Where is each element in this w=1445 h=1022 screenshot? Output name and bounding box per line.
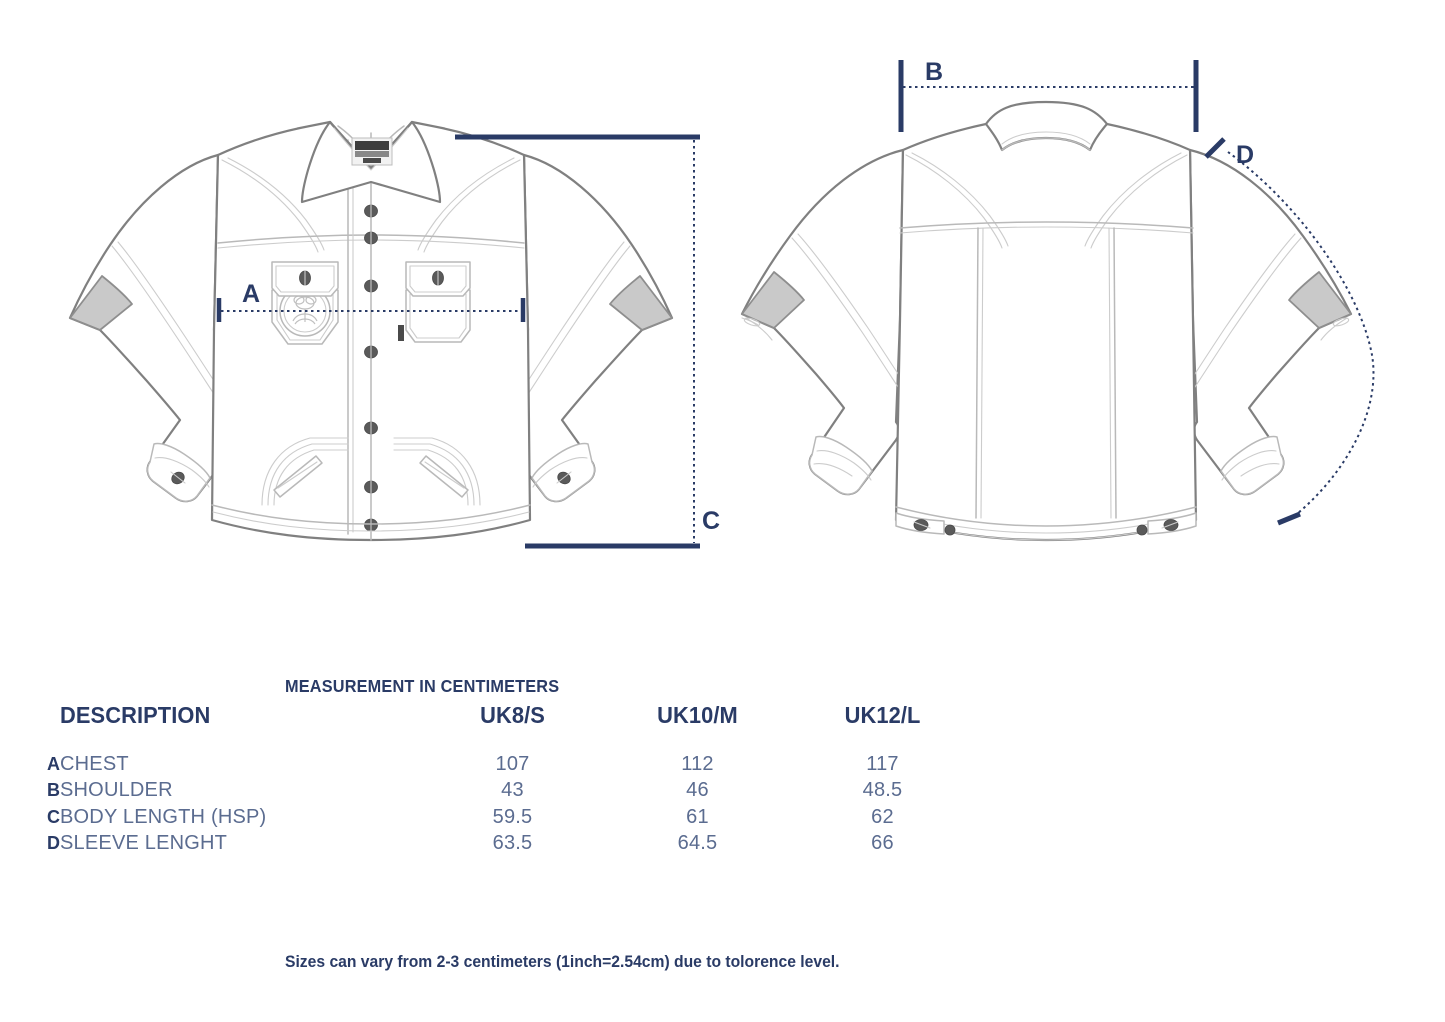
dimension-marker-d: D xyxy=(1204,137,1375,526)
row-spacer xyxy=(975,831,1445,858)
row-value-uk8: 43 xyxy=(501,779,524,802)
row-value-uk12: 48.5 xyxy=(862,779,903,802)
row-value-uk12: 62 xyxy=(871,805,894,828)
table-header-row: DESCRIPTION UK8/S UK10/M UK12/L xyxy=(0,702,1445,729)
row-value-uk10: 64.5 xyxy=(677,832,718,855)
row-value-uk12: 117 xyxy=(866,752,899,775)
row-letter: A xyxy=(47,753,60,774)
row-value-uk10: 112 xyxy=(681,752,714,775)
header-letter xyxy=(0,702,60,729)
row-spacer xyxy=(975,778,1445,805)
row-value-uk8: 107 xyxy=(495,752,530,775)
header-spacer xyxy=(975,702,1445,729)
front-hand-pockets xyxy=(261,437,481,506)
table-row: D SLEEVE LENGHT 63.5 64.5 66 xyxy=(0,831,1445,858)
back-cinch-tabs xyxy=(895,512,1197,536)
front-buttons xyxy=(364,204,378,532)
table-row: A CHEST 107 112 117 xyxy=(0,751,1445,778)
table-row: C BODY LENGTH (HSP) 59.5 61 62 xyxy=(0,804,1445,831)
chest-pocket-left xyxy=(271,261,339,345)
row-letter: D xyxy=(47,833,60,854)
header-size-uk12: UK12/L xyxy=(844,702,921,728)
row-value-uk12: 66 xyxy=(871,832,894,855)
dim-label-a: A xyxy=(242,280,260,308)
chest-pocket-right xyxy=(398,261,471,343)
header-description: DESCRIPTION xyxy=(60,702,211,728)
jacket-front-view xyxy=(68,120,674,542)
dim-label-b: B xyxy=(925,58,943,86)
row-spacer xyxy=(975,751,1445,778)
row-letter: C xyxy=(47,806,60,827)
technical-flat-illustrations: .gOut { fill:#ffffff; stroke:#808080; st… xyxy=(68,58,1375,549)
row-description: SHOULDER xyxy=(60,779,173,802)
tolerance-footnote: Sizes can vary from 2-3 centimeters (1in… xyxy=(285,953,840,971)
row-letter: B xyxy=(47,780,60,801)
header-size-uk8: UK8/S xyxy=(480,702,545,728)
row-spacer xyxy=(975,804,1445,831)
row-value-uk8: 59.5 xyxy=(492,805,533,828)
row-value-uk8: 63.5 xyxy=(492,832,533,855)
dimension-marker-a: A xyxy=(216,280,526,322)
row-description: CHEST xyxy=(60,752,129,775)
table-row: B SHOULDER 43 46 48.5 xyxy=(0,778,1445,805)
row-description: SLEEVE LENGHT xyxy=(60,832,228,855)
dim-label-d: D xyxy=(1236,141,1254,169)
dimension-marker-b: B xyxy=(898,58,1199,132)
header-size-uk10: UK10/M xyxy=(657,702,738,728)
dimension-marker-c: C xyxy=(455,134,720,549)
row-description: BODY LENGTH (HSP) xyxy=(60,805,267,828)
row-value-uk10: 46 xyxy=(686,779,709,802)
jacket-back-view xyxy=(740,100,1353,542)
measurement-table: DESCRIPTION UK8/S UK10/M UK12/L A CHEST … xyxy=(0,702,1445,857)
table-header-spacer xyxy=(0,729,1445,751)
row-value-uk10: 61 xyxy=(686,805,709,828)
dim-label-c: C xyxy=(702,507,720,535)
measurement-units-title: MEASUREMENT IN CENTIMETERS xyxy=(285,676,560,696)
